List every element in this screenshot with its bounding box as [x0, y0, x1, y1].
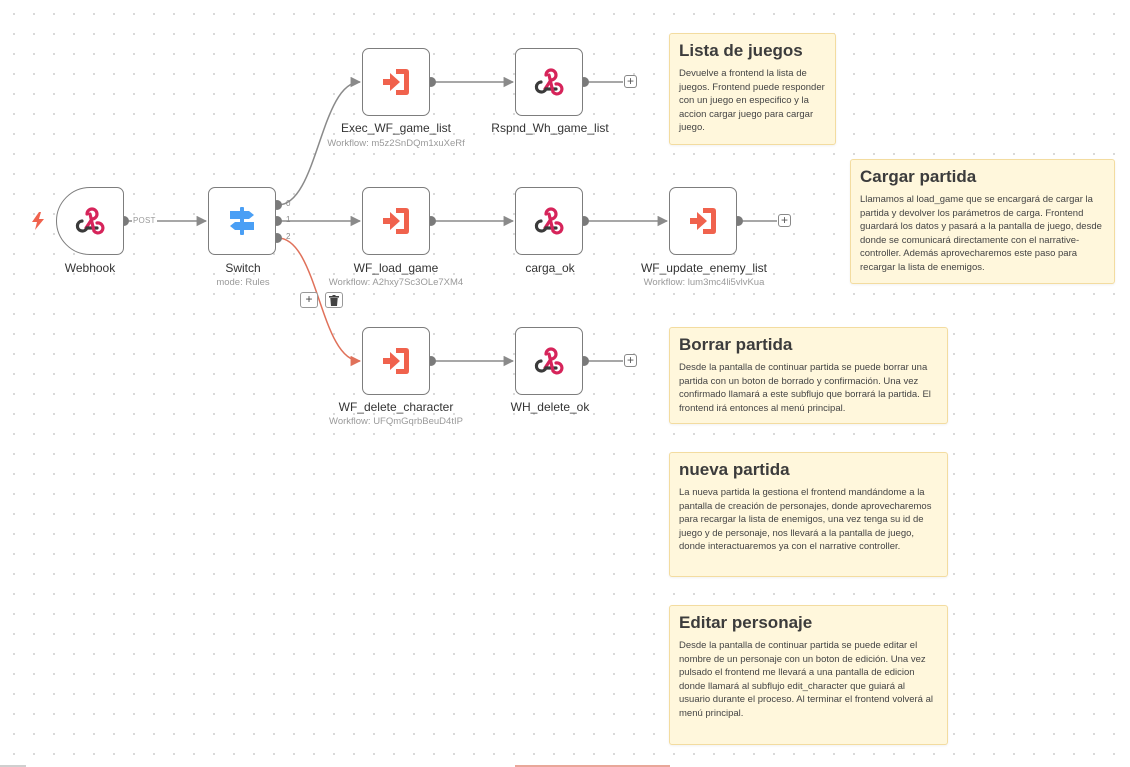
sticky-note-body: Desde la pantalla de continuar partida s…: [679, 640, 933, 719]
node-wf-delete-character[interactable]: [362, 327, 430, 395]
sticky-note-title: nueva partida: [679, 460, 790, 479]
sticky-note-title: Cargar partida: [860, 167, 977, 186]
node-label-rspnd-wh-game-list: Rspnd_Wh_game_list: [491, 121, 609, 135]
sticky-note-body: Llamamos al load_game que se encargará d…: [860, 194, 1102, 273]
webhook-icon: [534, 68, 564, 96]
node-label-carga-ok: carga_ok: [525, 261, 575, 275]
node-exec-wf-game-list[interactable]: [362, 48, 430, 116]
add-node-button[interactable]: +: [624, 75, 637, 88]
node-wf-update-enemy-list[interactable]: [669, 187, 737, 255]
node-wh-delete-ok[interactable]: [515, 327, 583, 395]
switch-icon: [230, 207, 254, 235]
execute-workflow-icon: [383, 348, 409, 374]
webhook-icon: [534, 207, 564, 235]
node-wf-load-game[interactable]: [362, 187, 430, 255]
connection-switch-wf-delete-character[interactable]: [277, 237, 362, 367]
node-switch[interactable]: [208, 187, 276, 255]
switch-output-index-0: 0: [286, 199, 291, 208]
bottom-edge-line: [515, 765, 670, 767]
sticky-note-title: Editar personaje: [679, 613, 813, 632]
node-label-wf-load-game: WF_load_game: [353, 261, 439, 275]
connection-label-post: POST: [132, 216, 157, 225]
node-carga-ok[interactable]: [515, 187, 583, 255]
node-webhook[interactable]: [56, 187, 124, 255]
edge-delete-button[interactable]: [325, 292, 343, 308]
trash-icon: [329, 295, 339, 306]
switch-output-index-2: 2: [286, 232, 291, 241]
sticky-note-body: La nueva partida la gestiona el frontend…: [679, 487, 932, 552]
execute-workflow-icon: [690, 208, 716, 234]
webhook-icon: [534, 347, 564, 375]
node-subtitle-exec-wf-game-list: Workflow: m5z2SnDQm1xuXeRf: [327, 138, 465, 149]
node-label-wf-update-enemy-list: WF_update_enemy_list: [640, 261, 768, 275]
sticky-note-lista-de-juegos[interactable]: Lista de juegos Devuelve a frontend la l…: [669, 33, 836, 145]
node-label-webhook: Webhook: [64, 261, 116, 275]
sticky-note-editar-personaje[interactable]: Editar personaje Desde la pantalla de co…: [669, 605, 948, 745]
node-label-switch: Switch: [225, 261, 261, 275]
node-subtitle-wf-update-enemy-list: Workflow: lum3mc4li5vlvKua: [643, 277, 765, 288]
node-label-wf-delete-character: WF_delete_character: [338, 400, 454, 414]
connection-switch-exec-wf-game-list[interactable]: [277, 76, 362, 206]
node-subtitle-wf-load-game: Workflow: A2hxy7Sc3OLe7XM4: [328, 277, 464, 288]
node-subtitle-switch: mode: Rules: [216, 277, 270, 288]
edge-add-button[interactable]: +: [300, 292, 318, 308]
trigger-bolt-icon: [32, 212, 44, 230]
webhook-icon: [75, 207, 105, 235]
sticky-note-body: Devuelve a frontend la lista de juegos. …: [679, 68, 825, 133]
add-node-button[interactable]: +: [624, 354, 637, 367]
sticky-note-nueva-partida[interactable]: nueva partida La nueva partida la gestio…: [669, 452, 948, 577]
node-rspnd-wh-game-list[interactable]: [515, 48, 583, 116]
add-node-button[interactable]: +: [778, 214, 791, 227]
execute-workflow-icon: [383, 69, 409, 95]
sticky-note-title: Borrar partida: [679, 335, 793, 354]
execute-workflow-icon: [383, 208, 409, 234]
sticky-note-cargar-partida[interactable]: Cargar partida Llamamos al load_game que…: [850, 159, 1115, 284]
sticky-note-title: Lista de juegos: [679, 41, 803, 60]
node-subtitle-wf-delete-character: Workflow: UFQmGqrbBeuD4tIP: [329, 416, 463, 427]
bottom-edge-line: [0, 765, 26, 767]
node-label-exec-wf-game-list: Exec_WF_game_list: [340, 121, 452, 135]
sticky-note-body: Desde la pantalla de continuar partida s…: [679, 362, 931, 414]
switch-output-index-1: 1: [286, 215, 291, 224]
node-label-wh-delete-ok: WH_delete_ok: [510, 400, 590, 414]
sticky-note-borrar-partida[interactable]: Borrar partida Desde la pantalla de cont…: [669, 327, 948, 424]
